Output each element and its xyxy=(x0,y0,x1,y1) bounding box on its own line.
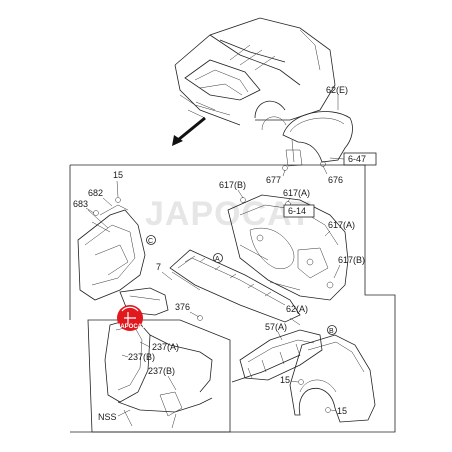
clip-icon xyxy=(282,165,288,171)
left-apron-group xyxy=(77,197,146,301)
japocat-logo: JAPOCAT xyxy=(117,305,146,331)
callout-a xyxy=(213,253,223,263)
label-237b-mid: 237(B) xyxy=(128,352,155,362)
label-6-14: 6-14 xyxy=(288,206,306,216)
label-62e: 62(E) xyxy=(326,85,348,95)
label-a: A xyxy=(215,256,220,263)
label-b: B xyxy=(329,328,334,335)
label-c: C xyxy=(148,238,153,245)
side-member-group xyxy=(231,317,323,383)
nss-frame xyxy=(87,319,231,433)
arrow-head xyxy=(172,135,183,146)
label-617b-top: 617(B) xyxy=(219,180,246,190)
label-57a: 57(A) xyxy=(265,322,287,332)
callout-c xyxy=(146,235,156,245)
label-237a: 237(A) xyxy=(152,342,179,352)
ref-box-6-14 xyxy=(283,204,315,218)
logo-text: JAPOCAT xyxy=(117,324,146,330)
label-617a-right: 617(A) xyxy=(328,220,355,230)
label-676: 676 xyxy=(328,175,343,185)
assembly-frame xyxy=(70,164,396,433)
label-62a: 62(A) xyxy=(286,304,308,314)
callout-b xyxy=(327,325,337,335)
label-683: 683 xyxy=(73,199,88,209)
label-677: 677 xyxy=(266,175,281,185)
label-376: 376 xyxy=(175,302,190,312)
label-15-top: 15 xyxy=(113,170,123,180)
label-15-mid: 15 xyxy=(280,375,290,385)
watermark-text: JAPOCAT xyxy=(145,195,312,233)
label-7: 7 xyxy=(156,262,161,272)
front-fender-group xyxy=(289,334,376,423)
cowl-panel-group xyxy=(169,249,301,323)
pointer-arrow xyxy=(177,116,206,142)
label-nss: NSS xyxy=(98,412,117,422)
label-237b-low: 237(B) xyxy=(148,366,175,376)
fender-liner-group xyxy=(282,95,353,177)
label-15-low: 15 xyxy=(337,406,347,416)
label-617a-top: 617(A) xyxy=(283,188,310,198)
radiator-support-group xyxy=(104,317,213,429)
vehicle-overview xyxy=(174,17,336,131)
label-682: 682 xyxy=(88,188,103,198)
label-617b-right: 617(B) xyxy=(338,255,365,265)
label-6-47: 6-47 xyxy=(348,154,366,164)
